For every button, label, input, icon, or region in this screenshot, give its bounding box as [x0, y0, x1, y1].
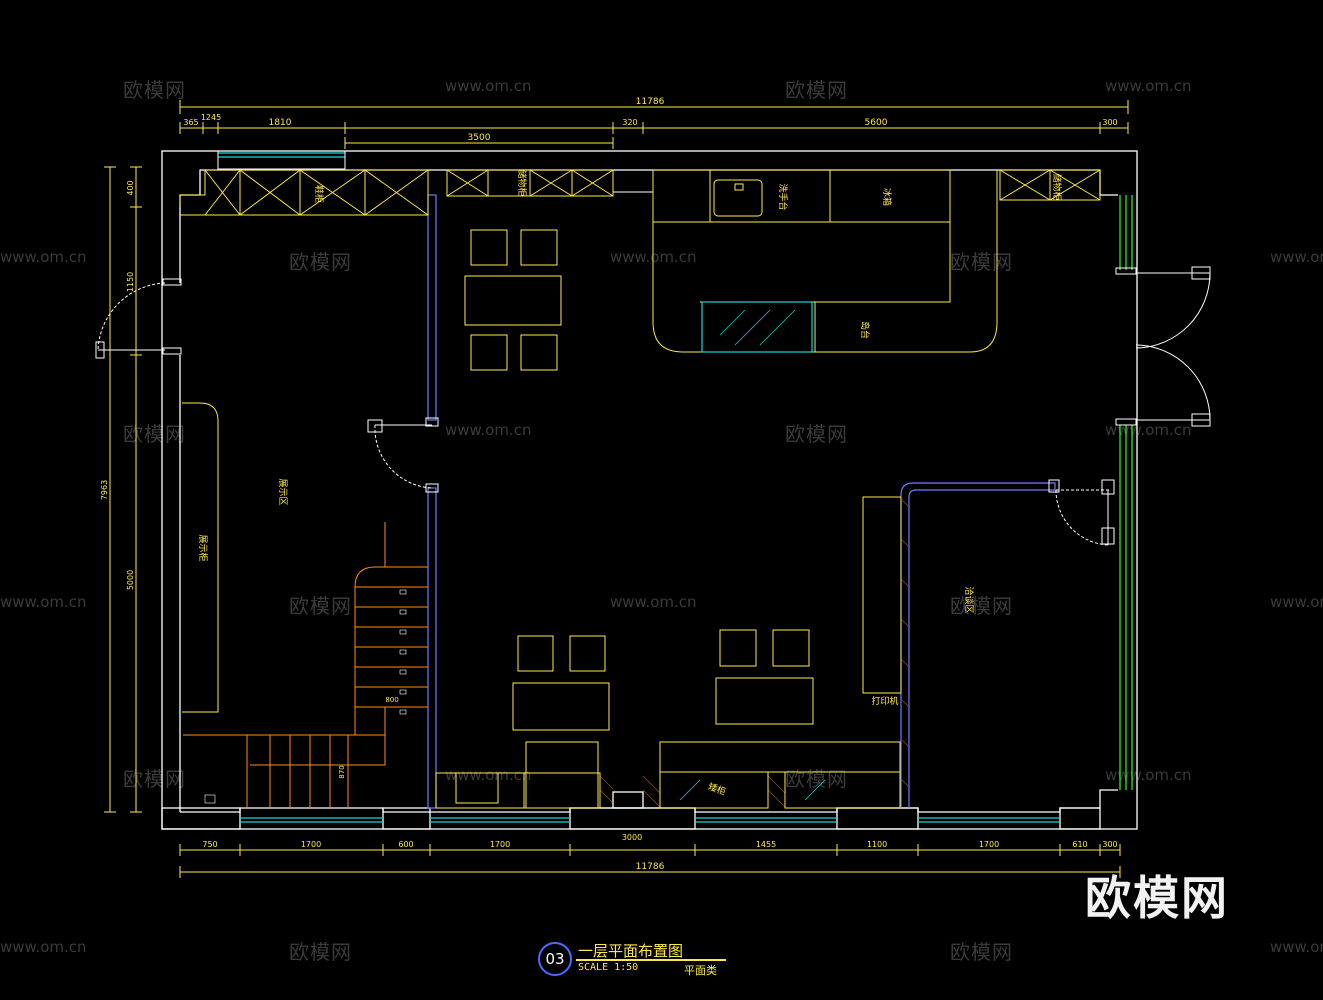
label-bottom-cabinet: 矮柜 [707, 780, 728, 797]
watermark-url: www.om.cn [610, 593, 697, 611]
label-top-right-cabinet: 储物柜 [1051, 173, 1063, 200]
label-left-room: 展示区 [277, 478, 288, 505]
dim-left-seg: 7963 [100, 480, 109, 500]
watermark-url: www.om.cn [1105, 77, 1192, 95]
brand-logo: 欧模网 [1085, 871, 1229, 925]
watermark-brand: 欧模网 [123, 767, 186, 791]
watermark-brand: 欧模网 [289, 940, 352, 964]
dim-left-seg: 1150 [126, 272, 135, 292]
label-sink: 洗手台 [777, 183, 789, 210]
label-left-cabinet: 展示柜 [197, 534, 209, 561]
watermark-brand: 欧模网 [785, 422, 848, 446]
cabinet-hatch [599, 775, 786, 808]
watermark-url: www.om.cn [0, 593, 87, 611]
dim-top-total: 11786 [636, 97, 665, 107]
dim-top-seg: 1245 [201, 113, 221, 122]
watermark-brand: 欧模网 [123, 78, 186, 102]
dining-set-top [464, 229, 562, 371]
island-glass [701, 301, 813, 353]
dim-bottom-seg: 1700 [301, 840, 321, 849]
dim-top-seg: 320 [622, 118, 637, 127]
label-top-middle-cabinet: 储物柜 [516, 169, 528, 196]
bottom-low-cabinet [659, 741, 901, 809]
dim-bottom-seg: 610 [1072, 840, 1087, 849]
dining-set-bottom-left [512, 635, 610, 731]
watermark-url: www.om.cn [0, 248, 87, 266]
dim-top-seg: 300 [1102, 118, 1117, 127]
watermark-url: www.om.cn [445, 421, 532, 439]
label-top-left-cabinet: 鞋柜 [313, 185, 325, 203]
watermark-brand: 欧模网 [950, 250, 1013, 274]
watermark-brand: 欧模网 [950, 940, 1013, 964]
watermark-brand: 欧模网 [785, 767, 848, 791]
bottom-dimensions [179, 844, 1121, 878]
title-underline [576, 959, 726, 961]
stair-markers [204, 589, 407, 804]
dim-top-seg: 5600 [865, 118, 888, 128]
label-fridge: 冰箱 [881, 188, 893, 206]
dim-left-seg: 400 [126, 180, 135, 195]
staircase [183, 522, 428, 808]
top-left-cabinet [179, 169, 429, 216]
dim-top-seg: 3500 [468, 133, 491, 143]
dim-stair-side: 870 [338, 765, 346, 778]
drawing-number: 03 [538, 942, 572, 976]
interior-doors [367, 417, 1115, 546]
dim-bottom-seg: 1700 [490, 840, 510, 849]
watermark-url: www.om.cn [445, 766, 532, 784]
drawing-scale: SCALE 1:50 [578, 962, 639, 973]
top-right-cabinet [999, 169, 1101, 201]
dim-bottom-seg: 1100 [867, 840, 887, 849]
label-printer: 打印机 [871, 695, 898, 707]
left-display-cabinet [182, 402, 219, 713]
printer-cabinet [862, 496, 902, 694]
dim-bottom-seg: 1700 [979, 840, 999, 849]
top-middle-cabinet [446, 169, 653, 197]
label-right-room: 洽谈区 [963, 586, 975, 613]
watermark-brand: 欧模网 [950, 594, 1013, 618]
watermark-url: www.om.cn [1270, 938, 1323, 956]
watermark-url: www.om.cn [445, 77, 532, 95]
dim-bottom-total: 11786 [636, 862, 665, 872]
watermark-url: www.om.cn [1270, 248, 1323, 266]
drawing-category: 平面类 [684, 964, 717, 977]
drawing-title: 一层平面布置图 [578, 942, 684, 960]
bottom-sink-counter [435, 741, 601, 809]
top-window-frame [217, 150, 346, 170]
kitchen-counter [652, 169, 998, 353]
watermark-brand: 欧模网 [785, 78, 848, 102]
dim-top-seg: 1810 [269, 118, 292, 128]
windows [218, 152, 1060, 823]
label-island: 岛台 [859, 321, 871, 339]
glass-curtain-wall [1119, 195, 1133, 790]
dim-bottom-seg: 1455 [756, 840, 776, 849]
partition-hatch [901, 499, 909, 787]
top-dimensions [179, 100, 1129, 149]
left-entrance-door [95, 278, 182, 359]
dim-left-seg: 5000 [126, 570, 135, 590]
right-entrance-doors [1115, 266, 1211, 427]
dim-bottom-seg: 750 [202, 840, 217, 849]
watermark-brand: 欧模网 [289, 594, 352, 618]
watermark-url: www.om.cn [1270, 593, 1323, 611]
watermark-url: www.om.cn [0, 938, 87, 956]
dim-bottom-seg: 300 [1102, 840, 1117, 849]
dim-bottom-seg: 3000 [622, 833, 642, 842]
watermark-brand: 欧模网 [123, 422, 186, 446]
dim-top-seg: 365 [183, 118, 198, 127]
dining-set-bottom-right [715, 629, 814, 725]
drawing-title-block: 03 一层平面布置图 SCALE 1:50 平面类 [538, 938, 738, 982]
watermark-brand: 欧模网 [289, 250, 352, 274]
partitions [427, 194, 1056, 809]
dim-bottom-seg: 600 [398, 840, 413, 849]
dim-stair-width: 800 [385, 696, 398, 704]
left-dimensions [104, 166, 142, 813]
